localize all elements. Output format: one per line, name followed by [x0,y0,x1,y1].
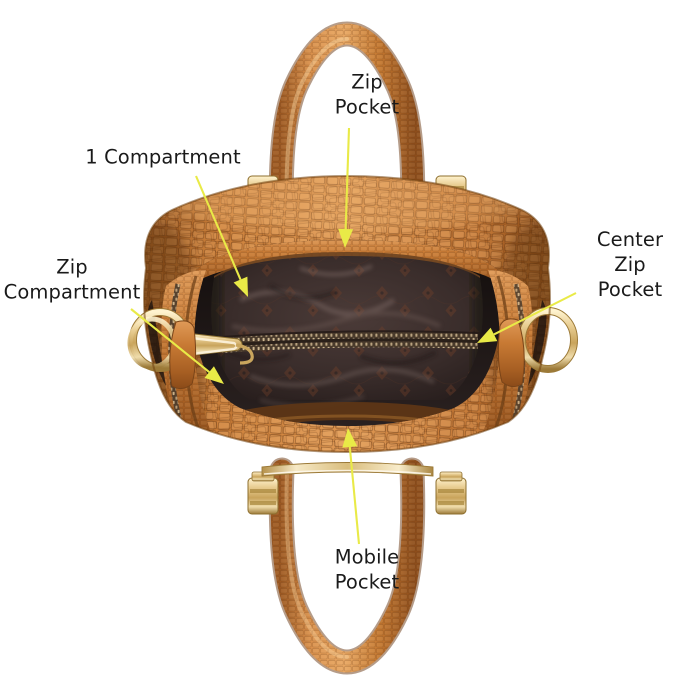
label-zip-compartment: Zip Compartment [3,255,141,303]
arrow-mobile-pocket [342,428,361,545]
zip-pull [181,332,254,365]
bottom-frame-bar [261,462,434,477]
label-center-zip-pocket: Center Zip Pocket [596,227,664,301]
interior-lining [211,256,483,410]
arrow-center-zip-pocket [477,292,577,343]
bottom-handle [268,457,426,675]
arrow-one-compartment [195,175,248,297]
center-zip [181,330,486,365]
label-one-compartment: 1 Compartment [85,145,241,169]
label-mobile-pocket: Mobile Pocket [334,545,400,593]
arrow-zip-compartment [130,308,224,384]
top-handle [268,21,426,239]
label-zip-pocket: Zip Pocket [334,70,400,118]
bag-body [127,174,578,454]
handle-connector-hardware-bottom [247,462,467,515]
arrow-zip-pocket [338,127,354,248]
annotation-arrows [130,127,577,545]
side-d-ring-right [497,307,578,388]
